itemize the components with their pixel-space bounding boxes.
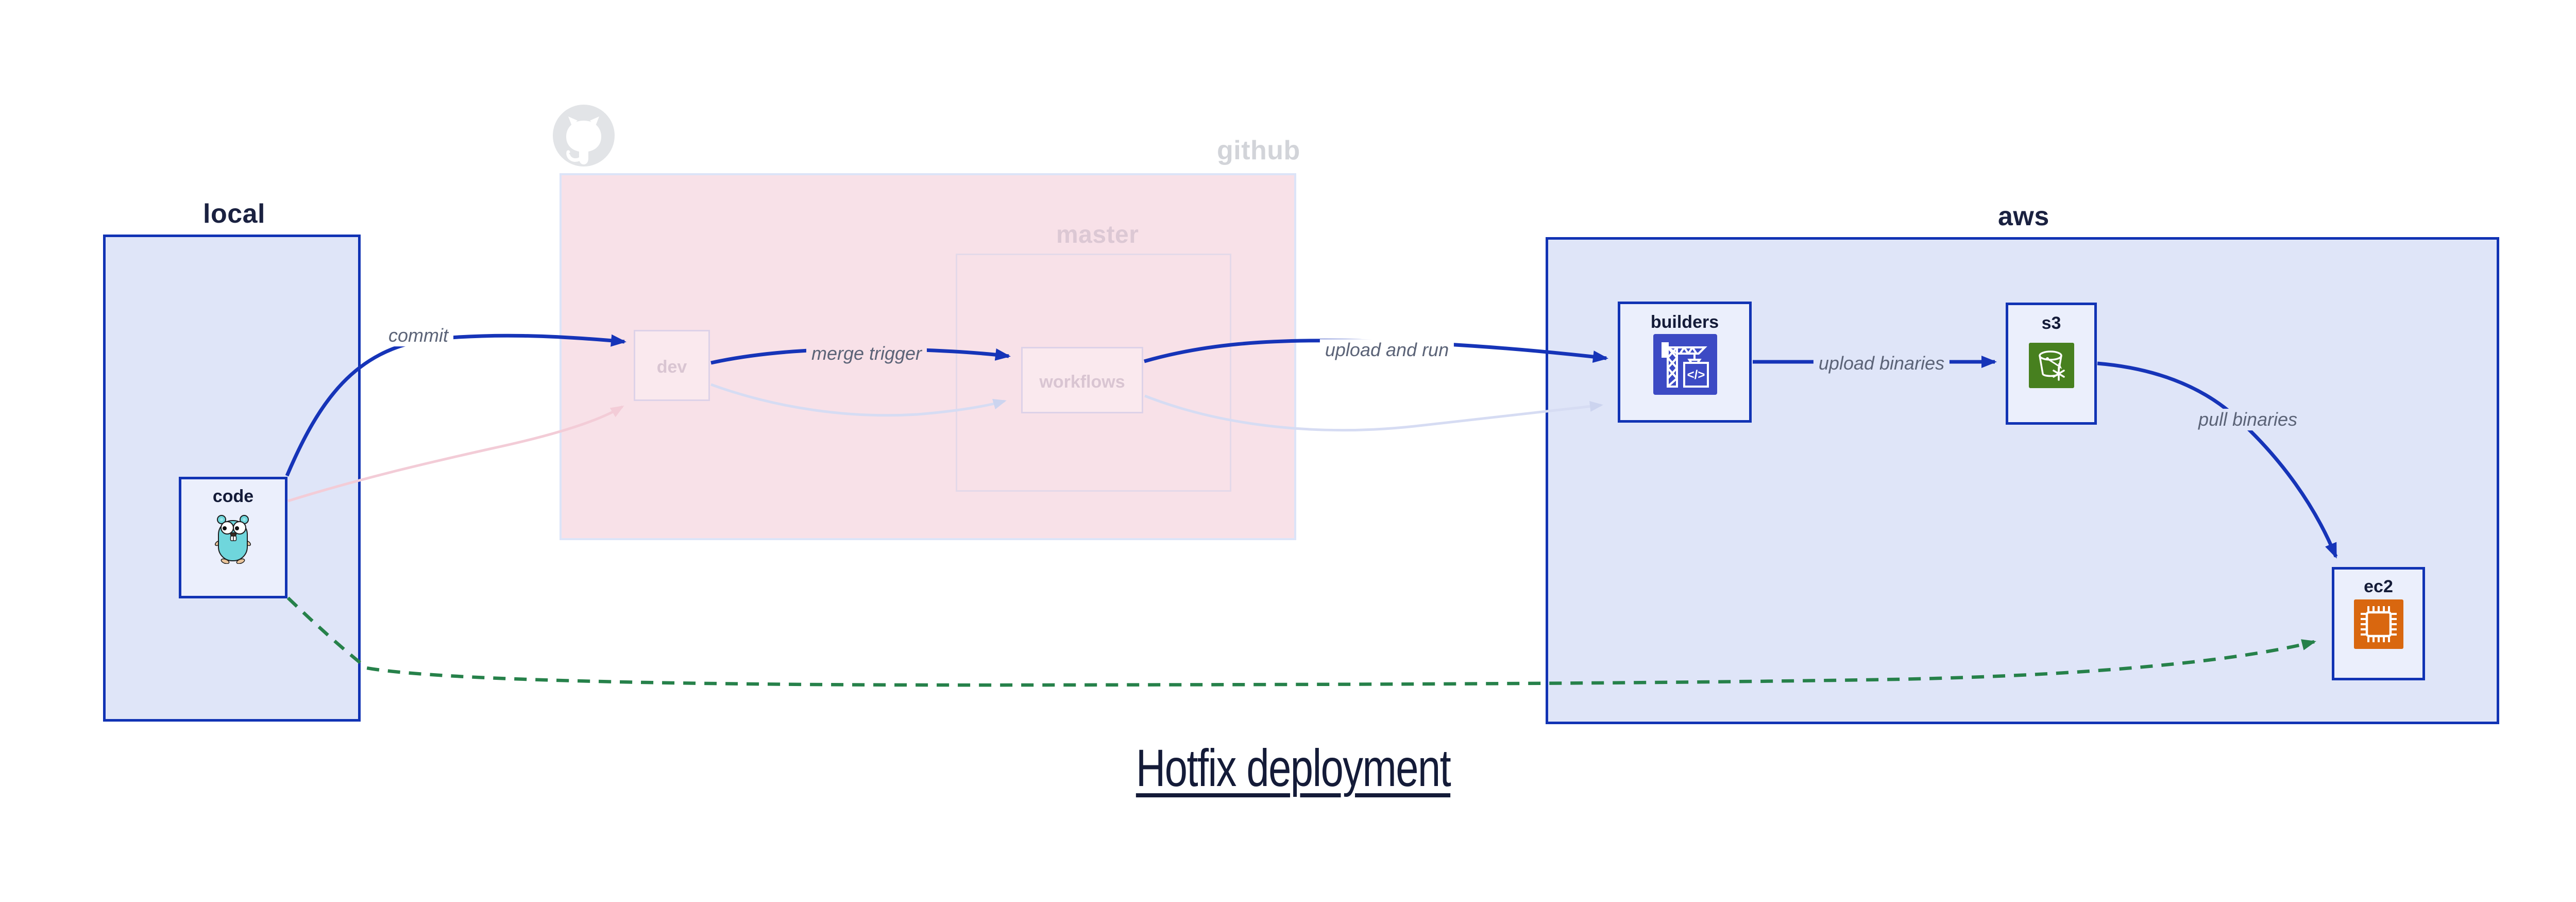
s3-glacier-bucket-icon (2029, 343, 2074, 388)
node-label-workflows: workflows (1039, 372, 1125, 392)
diagram-title-text: Hotfix deployment (1136, 739, 1451, 797)
svg-text:</>: </> (1687, 368, 1705, 382)
node-workflows: workflows (1021, 347, 1143, 413)
gopher-icon (214, 511, 251, 564)
codebuild-crane-icon: </> (1653, 334, 1717, 395)
container-label-aws: aws (1998, 202, 2049, 231)
container-label-local: local (203, 199, 265, 229)
edge-label-pull-binaries: pull binaries (2193, 409, 2303, 430)
node-label-ec2: ec2 (2364, 577, 2393, 596)
node-label-code: code (212, 487, 254, 506)
node-code: code (179, 477, 287, 598)
node-label-s3: s3 (2041, 313, 2061, 333)
edge-label-merge-trigger: merge trigger (806, 343, 927, 364)
node-ec2: ec2 (2332, 567, 2425, 680)
container-label-github: github (1217, 136, 1300, 165)
container-label-master: master (1056, 221, 1139, 248)
node-dev: dev (634, 330, 710, 401)
node-s3: s3 (2006, 303, 2097, 425)
node-label-builders: builders (1650, 312, 1719, 332)
container-master (956, 254, 1231, 492)
node-builders: builders </> (1618, 302, 1752, 423)
edge-label-upload-binaries: upload binaries (1813, 353, 1950, 374)
octocat-icon (552, 104, 615, 167)
edge-label-commit: commit (383, 325, 453, 346)
diagram-title: Hotfix deployment (1092, 738, 1495, 798)
node-label-dev: dev (656, 357, 687, 377)
ec2-chip-icon (2354, 599, 2403, 649)
edge-label-upload-and-run: upload and run (1319, 339, 1454, 361)
